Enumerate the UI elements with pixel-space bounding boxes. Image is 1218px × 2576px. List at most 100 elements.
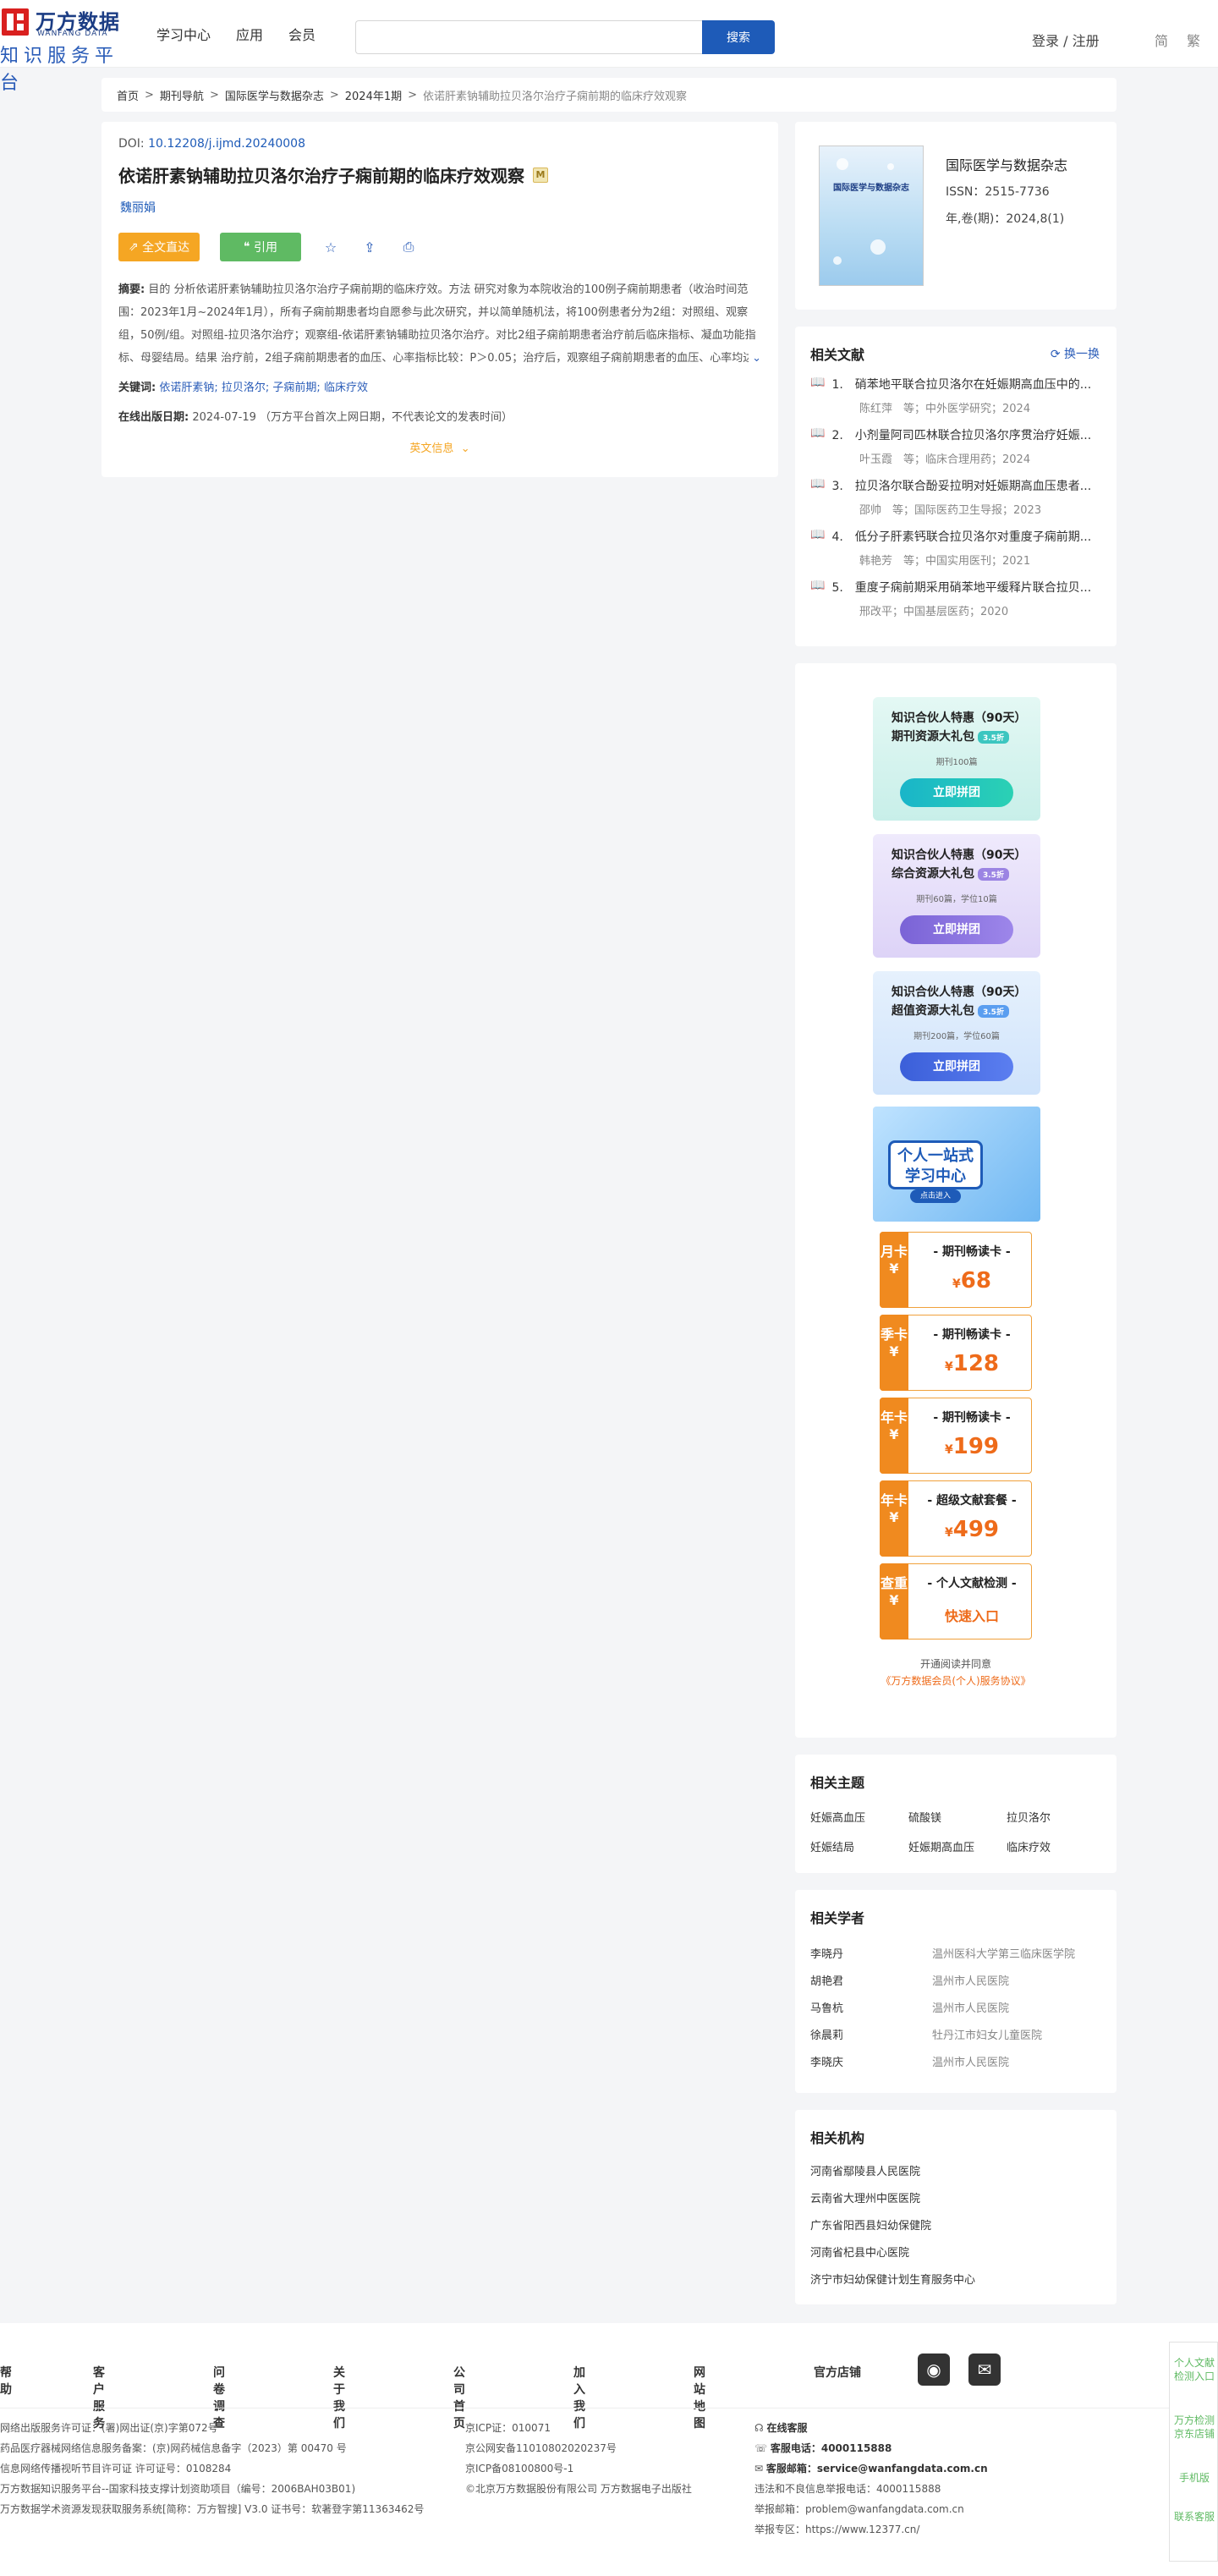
institution-link[interactable]: 广东省阳西县妇幼保健院: [810, 2220, 932, 2233]
share-icon[interactable]: ⇪: [364, 239, 376, 255]
expand-abstract-icon[interactable]: ⌄: [749, 347, 761, 370]
related-topics: 相关主题 妊娠高血压 硫酸镁 拉贝洛尔 妊娠结局 妊娠期高血压 临床疗效: [795, 1755, 1116, 1873]
breadcrumb-home[interactable]: 首页: [117, 90, 140, 103]
wechat-icon[interactable]: ✉: [968, 2354, 1001, 2386]
scholar-name[interactable]: 徐晨莉: [810, 2029, 844, 2042]
scholar-org: 温州市人民医院: [932, 2056, 1010, 2069]
list-item[interactable]: 📖1. 硝苯地平联合拉贝洛尔在妊娠期高血压中的... 陈红萍 等；中外医学研究；…: [810, 376, 1101, 426]
year-card[interactable]: 年卡¥ - 期刊畅读卡 - ¥199: [880, 1398, 1032, 1474]
keyword-link[interactable]: 拉贝洛尔;: [221, 382, 270, 394]
star-icon[interactable]: ☆: [324, 239, 337, 255]
super-package-card[interactable]: 年卡¥ - 超级文献套餐 - ¥499: [880, 1480, 1032, 1557]
breadcrumb-journal[interactable]: 国际医学与数据杂志: [224, 90, 324, 103]
refresh-button[interactable]: ⟳ 换一换: [1051, 345, 1100, 362]
footer-company-home[interactable]: 公司首页: [453, 2366, 465, 2430]
month-card[interactable]: 月卡¥ - 期刊畅读卡 - ¥68: [880, 1232, 1032, 1308]
footer-join-us[interactable]: 加入我们: [573, 2366, 585, 2430]
scholar-name[interactable]: 马鲁杭: [810, 2002, 844, 2015]
logo[interactable]: 万方数据 WANFANG DATA 知识服务平台: [0, 5, 135, 94]
topic-grid: 妊娠高血压 硫酸镁 拉贝洛尔 妊娠结局 妊娠期高血压 临床疗效: [810, 1809, 1101, 1854]
group-buy-button[interactable]: 立即拼团: [900, 1052, 1013, 1081]
float-mobile[interactable]: 手机版: [1178, 2472, 1210, 2484]
cite-button[interactable]: ❝ 引用: [220, 233, 301, 261]
weibo-icon[interactable]: ◉: [918, 2354, 950, 2386]
mail-icon: ✉: [754, 2463, 766, 2474]
breadcrumb-issue[interactable]: 2024年1期: [344, 90, 403, 103]
lang-simplified[interactable]: 简: [1155, 33, 1169, 49]
breadcrumb-journal-nav[interactable]: 期刊导航: [159, 90, 204, 103]
member-agreement-link[interactable]: 《万方数据会员(个人)服务协议》: [881, 1675, 1031, 1687]
nav-learning-center[interactable]: 学习中心: [156, 27, 211, 43]
mail-address[interactable]: service@wanfangdata.com.cn: [816, 2463, 988, 2474]
list-item[interactable]: 📖2. 小剂量阿司匹林联合拉贝洛尔序贯治疗妊娠... 叶玉霞 等；临床合理用药；…: [810, 426, 1101, 477]
footer-icp: 京ICP证：010071 京公网安备11010802020237号 京ICP备0…: [465, 2418, 692, 2499]
card-price-row: ¥199: [914, 1434, 1029, 1459]
list-item[interactable]: 📖3. 拉贝洛尔联合酚妥拉明对妊娠期高血压患者... 邵帅 等；国际医药卫生导报…: [810, 477, 1101, 528]
journal-cover[interactable]: 国际医学与数据杂志: [819, 146, 924, 286]
footer-sitemap[interactable]: 网站地图: [694, 2366, 705, 2430]
card-type: 月卡¥: [880, 1232, 908, 1308]
keyword-link[interactable]: 子痫前期;: [272, 382, 321, 394]
lang-traditional[interactable]: 繁: [1187, 33, 1201, 49]
list-item: 胡艳君温州市人民医院: [810, 1966, 1101, 1993]
card-type: 查重¥: [880, 1563, 908, 1640]
currency-sign: ¥: [944, 1360, 953, 1374]
scholar-name[interactable]: 胡艳君: [810, 1975, 844, 1988]
headset-icon: ☊: [754, 2422, 767, 2434]
group-buy-button[interactable]: 立即拼团: [900, 778, 1013, 807]
topic-link[interactable]: 妊娠期高血压: [908, 1842, 975, 1854]
doi-link[interactable]: 10.12208/j.ijmd.20240008: [148, 137, 305, 151]
float-plagiarism-entry[interactable]: 个人文献检测入口: [1173, 2357, 1215, 2382]
topic-link[interactable]: 临床疗效: [1007, 1842, 1051, 1854]
institution-link[interactable]: 济宁市妇幼保健计划生育服务中心: [810, 2274, 976, 2287]
search-button[interactable]: 搜索: [702, 20, 775, 54]
list-item[interactable]: 📖5. 重度子痫前期采用硝苯地平缓释片联合拉贝... 邢改平；中国基层医药；20…: [810, 579, 1101, 629]
list-item[interactable]: 📖4. 低分子肝素钙联合拉贝洛尔对重度子痫前期... 韩艳芳 等；中国实用医刊；…: [810, 528, 1101, 579]
author-link[interactable]: 魏丽娟: [120, 201, 156, 215]
banner-enter-button[interactable]: 点击进入: [910, 1189, 961, 1203]
group-buy-button[interactable]: 立即拼团: [900, 915, 1013, 944]
report-line: 举报邮箱：problem@wanfangdata.com.cn: [754, 2503, 964, 2515]
footer-survey[interactable]: 问卷调查: [213, 2366, 225, 2430]
season-card[interactable]: 季卡¥ - 期刊畅读卡 - ¥128: [880, 1315, 1032, 1391]
topic-link[interactable]: 妊娠高血压: [810, 1812, 866, 1825]
institution-link[interactable]: 河南省杞县中心医院: [810, 2247, 910, 2260]
nav-member[interactable]: 会员: [288, 27, 316, 43]
footer-help[interactable]: 帮助: [0, 2366, 12, 2397]
plagiarism-check-card[interactable]: 查重¥ - 个人文献检测 - 快速入口: [880, 1563, 1032, 1640]
float-jd-store[interactable]: 万方检测京东店铺: [1173, 2414, 1215, 2440]
keyword-link[interactable]: 依诺肝素钠;: [159, 382, 218, 394]
topic-link[interactable]: 拉贝洛尔: [1007, 1812, 1051, 1825]
footer-licenses: 网络出版服务许可证：(署)网出证(京)字第072号 药品医疗器械网络信息服务备案…: [0, 2418, 424, 2519]
login-register-link[interactable]: 登录 / 注册: [1032, 33, 1100, 49]
license-line: 信息网络传播视听节目许可证 许可证号：0108284: [0, 2463, 232, 2474]
float-contact-service[interactable]: 联系客服: [1173, 2511, 1215, 2523]
scholar-name[interactable]: 李晓丹: [810, 1947, 844, 1961]
footer-official-store[interactable]: 官方店铺: [814, 2366, 861, 2380]
keyword-link[interactable]: 临床疗效: [323, 382, 368, 394]
related-doc-title: 5. 重度子痫前期采用硝苯地平缓释片联合拉贝...: [831, 581, 1092, 595]
search-input[interactable]: [355, 20, 702, 54]
book-icon: 📖: [810, 426, 826, 440]
english-info-toggle[interactable]: 英文信息 ⌄: [118, 439, 761, 455]
online-service-link[interactable]: ☊ 在线客服: [754, 2418, 988, 2438]
institution-link[interactable]: 云南省大理州中医医院: [810, 2193, 921, 2205]
print-icon[interactable]: ⎙: [403, 239, 414, 255]
scholar-name[interactable]: 李晓庆: [810, 2056, 844, 2069]
footer-customer-service[interactable]: 客户服务: [93, 2366, 105, 2430]
institution-link[interactable]: 河南省鄢陵县人民医院: [810, 2166, 921, 2178]
full-text-button[interactable]: ⇗ 全文直达: [118, 233, 200, 261]
footer-about[interactable]: 关于我们: [333, 2366, 345, 2430]
nav-apps[interactable]: 应用: [236, 27, 264, 43]
report-line[interactable]: 举报专区：https://www.12377.cn/: [754, 2524, 920, 2535]
topic-link[interactable]: 妊娠结局: [810, 1842, 855, 1854]
topic-link[interactable]: 硫酸镁: [908, 1812, 942, 1825]
cover-title: 国际医学与数据杂志: [833, 184, 909, 193]
online-service-label: 在线客服: [766, 2422, 808, 2434]
learning-center-banner[interactable]: 个人一站式学习中心 点击进入: [873, 1107, 1040, 1222]
journal-name[interactable]: 国际医学与数据杂志: [946, 157, 1068, 173]
